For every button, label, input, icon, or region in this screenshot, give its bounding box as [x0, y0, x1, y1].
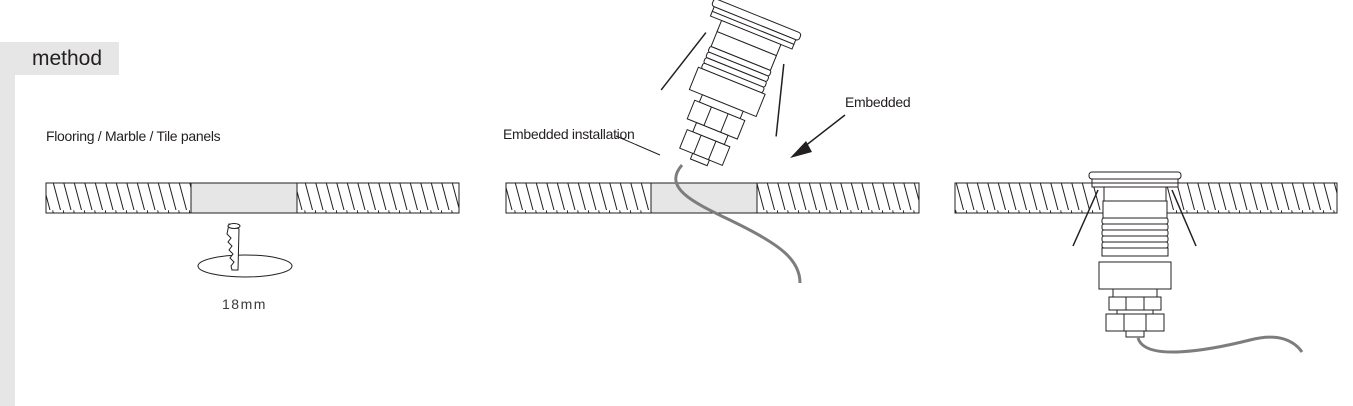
tilted-light-fixture — [660, 0, 802, 167]
cable-3 — [1136, 335, 1304, 354]
drill-hole-icon — [197, 223, 293, 278]
embedded-installation-label: Embedded installation — [503, 126, 635, 142]
section-title: method — [32, 47, 103, 70]
cable-2 — [674, 164, 802, 284]
floor-panel-1 — [45, 182, 460, 214]
leader-line — [615, 135, 661, 156]
embedded-label: Embedded — [845, 94, 911, 110]
hole-diameter-label: 18mm — [222, 296, 267, 312]
floor-panel-2 — [505, 182, 920, 214]
section-tab — [0, 42, 119, 75]
flooring-label: Flooring / Marble / Tile panels — [46, 128, 221, 144]
section-side-strip — [0, 42, 15, 406]
installed-light-fixture — [1072, 171, 1197, 338]
arrow-icon — [790, 114, 846, 158]
